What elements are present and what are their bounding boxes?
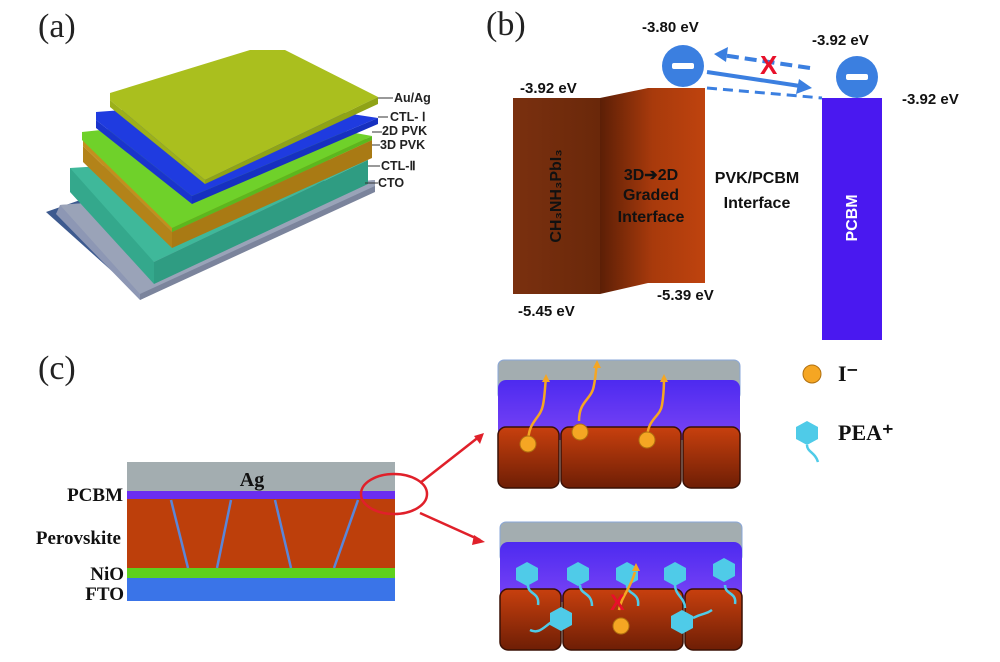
label-ctl2: CTL-Ⅱ (381, 159, 416, 173)
label-fto: FTO (85, 584, 124, 605)
label-pcbm: PCBM (67, 485, 123, 506)
panel-a-label: (a) (38, 8, 76, 45)
ev-graded-lumo: -3.80 eV (642, 19, 699, 36)
label-ctl1: CTL- Ⅰ (390, 110, 426, 124)
panel-c-label: (c) (38, 350, 76, 387)
electron-graded (662, 45, 704, 87)
energy-diagram: CH₃NH₃PbI₃ 3D➔2D Graded Interface PVK/PC… (513, 19, 959, 340)
grain (497, 426, 560, 489)
pointer-arrow-bottom (419, 511, 481, 542)
arrow-forward (706, 70, 801, 88)
ev-pcbm-lumo: -3.92 eV (902, 91, 959, 108)
label-graded-1: 3D➔2D (624, 167, 678, 184)
layer-perovskite (127, 499, 395, 568)
layer-labels: Au/Ag CTL- Ⅰ 2D PVK 3D PVK CTL-Ⅱ CTO (365, 91, 431, 190)
iodide-ion (638, 431, 656, 449)
ev-pcbm-top: -3.92 eV (812, 32, 869, 49)
iodide-ion (571, 423, 589, 441)
highlight-ellipse (359, 472, 429, 516)
label-pcbm-band: PCBM (844, 194, 861, 241)
label-2d-pvk: 2D PVK (382, 124, 427, 138)
band-mapi (513, 98, 600, 294)
layer-au-ag (110, 50, 378, 180)
legend: I⁻ PEA⁺ (796, 361, 894, 463)
label-interface-2: Interface (724, 195, 791, 212)
legend-iodide-label: I⁻ (838, 361, 858, 386)
interface-with-pea: X (499, 521, 743, 651)
arrow-back-blocked (721, 53, 811, 70)
label-nio: NiO (90, 564, 124, 585)
blocked-x-icon: X (760, 50, 778, 80)
label-mapi: CH₃NH₃PbI₃ (548, 149, 565, 242)
device-stack-3d (46, 50, 378, 300)
electron-pcbm (836, 56, 878, 98)
label-graded-3: Interface (618, 209, 685, 226)
ev-mapi-homo: -5.45 eV (518, 303, 575, 320)
layer-fto (127, 578, 395, 601)
label-ag: Ag (240, 469, 264, 491)
label-interface-1: PVK/PCBM (715, 170, 799, 187)
band-graded (600, 88, 705, 294)
label-graded-2: Graded (623, 187, 679, 204)
interface-without-pea (497, 359, 741, 489)
iodide-ion (519, 435, 537, 453)
panel-b-label: (b) (486, 6, 526, 43)
pea-cation (664, 562, 686, 586)
pea-cation (516, 562, 538, 586)
layer-nio (127, 568, 395, 578)
grain-boundaries (169, 499, 360, 569)
legend-pea-label: PEA⁺ (838, 420, 894, 445)
cross-section: Ag PCBM Perovskite NiO FTO (36, 433, 485, 605)
label-3d-pvk: 3D PVK (380, 138, 425, 152)
label-au-ag: Au/Ag (394, 91, 431, 105)
pea-cation (550, 607, 572, 631)
layer-ag (127, 462, 395, 491)
pea-cation (567, 562, 589, 586)
ev-graded-homo: -5.39 eV (657, 287, 714, 304)
pea-cation (671, 610, 693, 634)
dashed-offset-line (706, 86, 823, 100)
legend-pea-icon (796, 421, 818, 445)
blocked-x-icon: X (610, 590, 625, 615)
ev-mapi-lumo: -3.92 eV (520, 80, 577, 97)
band-pcbm (822, 98, 882, 340)
label-cto: CTO (378, 176, 404, 190)
iodide-ion (612, 617, 630, 635)
legend-iodide-icon (802, 364, 822, 384)
pea-cation (713, 558, 735, 582)
grain (682, 426, 741, 489)
pointer-arrow-top (419, 435, 481, 484)
layer-pcbm (127, 491, 395, 499)
label-perovskite: Perovskite (36, 528, 121, 549)
